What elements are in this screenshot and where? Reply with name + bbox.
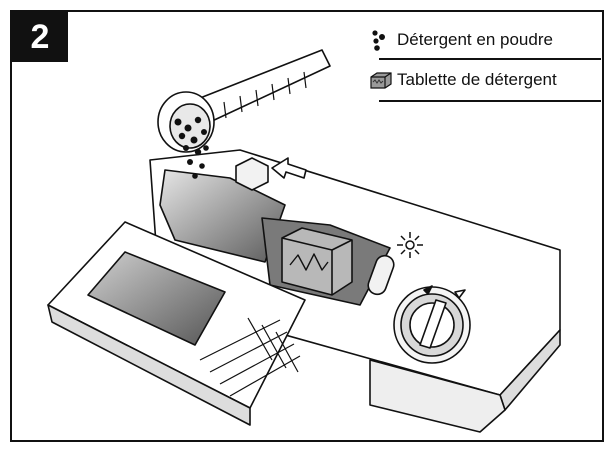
press-arrow-icon	[272, 158, 306, 178]
lid-latch	[236, 158, 268, 190]
main-compartment	[160, 170, 285, 262]
legend-item-powder: Détergent en poudre	[369, 22, 601, 58]
legend-item-tablet: Tablette de détergent	[369, 60, 601, 100]
powder-scoop	[158, 50, 330, 152]
detergent-tablet-icon	[370, 72, 392, 89]
legend-divider	[379, 58, 601, 60]
sun-icon	[397, 232, 423, 258]
step-number: 2	[30, 17, 50, 56]
legend-divider	[379, 100, 601, 102]
rinse-aid-indicator	[366, 253, 397, 297]
rinse-aid-cap	[394, 287, 470, 363]
step-number-badge: 2	[12, 12, 68, 62]
dial-marker	[424, 286, 432, 294]
legend-label-tablet: Tablette de détergent	[397, 70, 557, 89]
dial-marker	[455, 290, 465, 298]
powder-granules-icon	[372, 30, 385, 51]
detergent-lid	[48, 222, 305, 425]
legend-label-powder: Détergent en poudre	[397, 30, 553, 49]
legend: Détergent en poudre Tablette de détergen…	[369, 22, 601, 102]
dispenser-base	[370, 360, 505, 432]
falling-powder	[174, 116, 209, 179]
detergent-tablet	[282, 228, 352, 295]
